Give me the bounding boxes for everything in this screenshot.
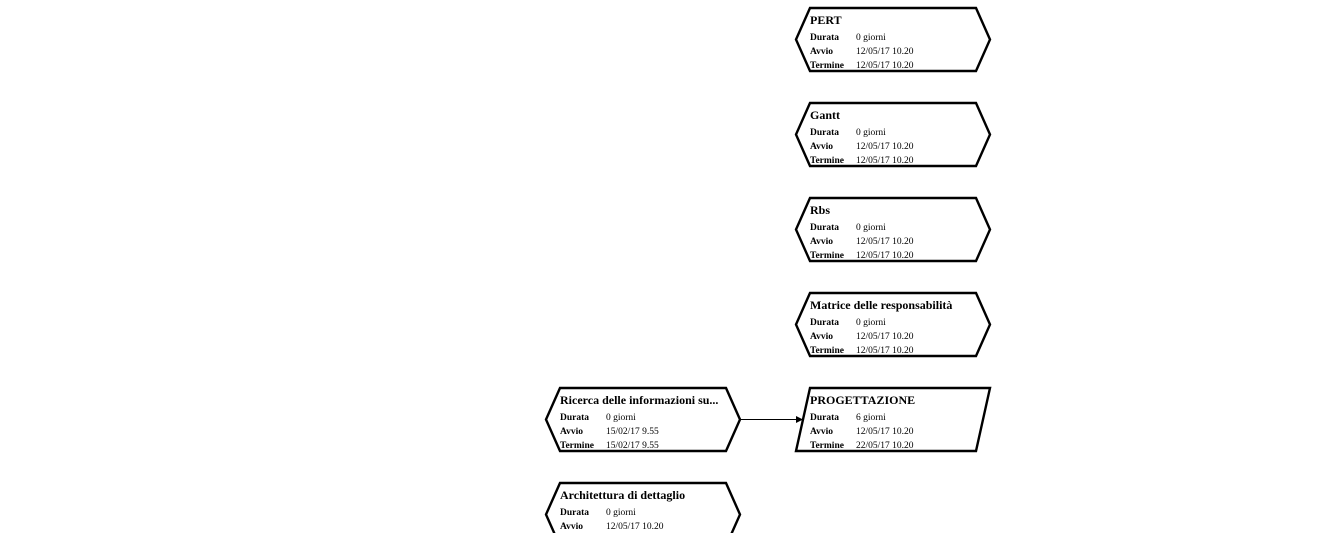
task-node-durata-value: 0 giorni	[606, 508, 636, 518]
task-node-termine-value: 12/05/17 10.20	[856, 251, 914, 261]
task-node-avvio-value: 12/05/17 10.20	[856, 332, 914, 342]
task-node-avvio-label: Avvio	[810, 142, 833, 152]
task-node-durata-value: 0 giorni	[856, 223, 886, 233]
task-node-shape	[544, 386, 742, 453]
task-node-durata-value: 0 giorni	[856, 318, 886, 328]
task-node-avvio-value: 12/05/17 10.20	[856, 427, 914, 437]
task-node-termine-label: Termine	[810, 61, 844, 71]
task-node-termine-value: 12/05/17 10.20	[856, 156, 914, 166]
task-node-shape	[794, 101, 992, 168]
task-node-termine-label: Termine	[810, 346, 844, 356]
task-node-title: Ricerca delle informazioni su...	[560, 393, 718, 407]
task-node-termine-label: Termine	[560, 441, 594, 451]
task-node-title: PROGETTAZIONE	[810, 393, 915, 407]
task-node-shape	[794, 386, 992, 453]
task-node-avvio-label: Avvio	[810, 427, 833, 437]
task-node-avvio-label: Avvio	[560, 427, 583, 437]
task-node-durata-label: Durata	[810, 33, 839, 43]
task-node-termine-value: 22/05/17 10.20	[856, 441, 914, 451]
task-node-durata-value: 0 giorni	[856, 33, 886, 43]
task-node-durata-label: Durata	[810, 413, 839, 423]
task-node-shape	[794, 291, 992, 358]
task-node-shape	[794, 6, 992, 73]
task-node-termine-label: Termine	[810, 251, 844, 261]
task-node-termine-label: Termine	[810, 441, 844, 451]
task-node-avvio-value: 15/02/17 9.55	[606, 427, 659, 437]
task-node-durata-label: Durata	[810, 223, 839, 233]
task-node-avvio-label: Avvio	[810, 332, 833, 342]
task-node-title: Rbs	[810, 203, 830, 217]
task-node-avvio-label: Avvio	[810, 237, 833, 247]
task-node-shape	[794, 196, 992, 263]
task-node-avvio-label: Avvio	[810, 47, 833, 57]
task-node-durata-value: 6 giorni	[856, 413, 886, 423]
task-node-termine-label: Termine	[810, 156, 844, 166]
task-node-avvio-value: 12/05/17 10.20	[856, 47, 914, 57]
task-node-ricerca-delle-informazioni[interactable]: Ricerca delle informazioni su... Durata 0 …	[544, 386, 742, 453]
task-node-title: Matrice delle responsabilità	[810, 298, 952, 312]
task-node-avvio-label: Avvio	[560, 522, 583, 532]
task-node-title: PERT	[810, 13, 842, 27]
task-node-durata-value: 0 giorni	[856, 128, 886, 138]
task-node-termine-value: 12/05/17 10.20	[856, 61, 914, 71]
task-node-shape	[544, 481, 742, 533]
task-node-durata-label: Durata	[560, 508, 589, 518]
task-node-avvio-value: 12/05/17 10.20	[856, 237, 914, 247]
task-node-avvio-value: 12/05/17 10.20	[606, 522, 664, 532]
task-node-title: Gantt	[810, 108, 840, 122]
task-node-durata-label: Durata	[810, 318, 839, 328]
task-node-termine-value: 12/05/17 10.20	[856, 346, 914, 356]
task-node-termine-value: 15/02/17 9.55	[606, 441, 659, 451]
task-node-title: Architettura di dettaglio	[560, 488, 685, 502]
task-node-avvio-value: 12/05/17 10.20	[856, 142, 914, 152]
task-node-durata-value: 0 giorni	[606, 413, 636, 423]
task-node-durata-label: Durata	[560, 413, 589, 423]
task-node-durata-label: Durata	[810, 128, 839, 138]
